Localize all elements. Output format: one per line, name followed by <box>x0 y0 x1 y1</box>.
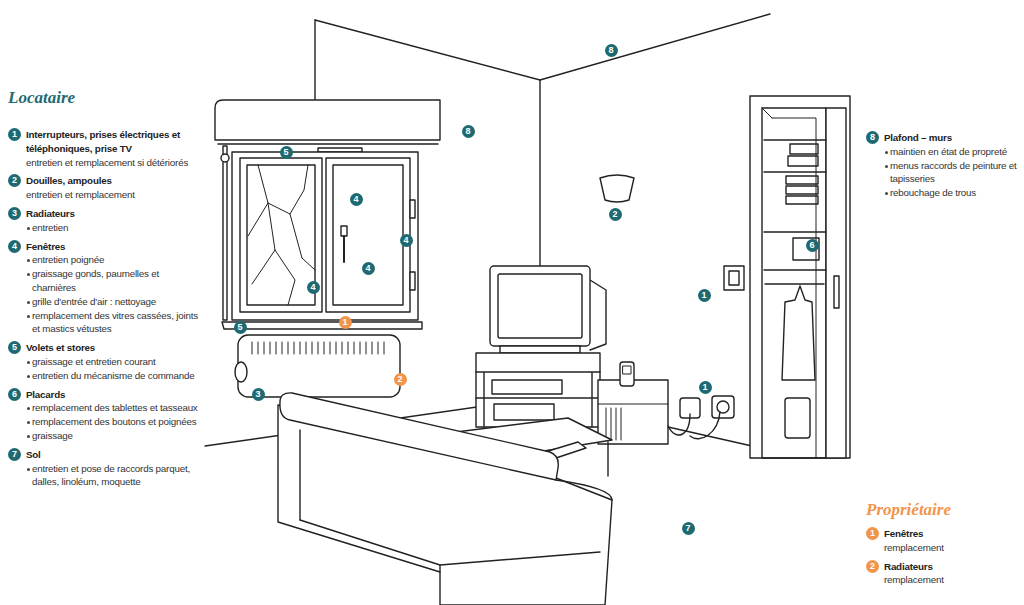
callout-number: 2 <box>609 208 622 221</box>
callout-number: 4 <box>307 281 320 294</box>
bullet-line: graissage gonds, paumelles et charnières <box>26 267 204 295</box>
item-heading: Fenêtres <box>884 527 1018 541</box>
bullet-line: remplacement des boutons et poignées <box>26 415 204 429</box>
legend-item: 2Radiateursremplacement <box>884 560 1018 588</box>
bullet-text: rebouchage de trous <box>890 187 976 198</box>
item-text: remplacement <box>884 573 1018 587</box>
callout-number: 4 <box>400 234 413 247</box>
callout-number: 3 <box>8 207 21 220</box>
callout-number: 1 <box>698 289 711 302</box>
bullet-dot <box>885 192 888 195</box>
bullet-text: remplacement des boutons et poignées <box>32 416 196 427</box>
legend-column: 1 Interrupteurs, prises électriques et té… <box>8 128 204 494</box>
callout-number: 1 <box>699 381 712 394</box>
bullet-text: menus raccords de peinture et tapisserie… <box>890 160 1017 185</box>
callout-number: 5 <box>8 341 21 354</box>
bullet-text: remplacement des tablettes et tasseaux <box>32 402 198 413</box>
bullet-line: graissage <box>26 429 204 443</box>
section-title: Propriétaire <box>866 500 951 520</box>
callout-number: 1 <box>8 128 21 141</box>
bullet-dot <box>27 421 30 424</box>
item-heading: Douilles, ampoules <box>26 174 204 188</box>
callout-number: 5 <box>234 321 247 334</box>
bullet-text: entretien <box>32 222 68 233</box>
bullet-line: menus raccords de peinture et tapisserie… <box>884 159 1018 187</box>
legend-column: 8 Plafond – mursmaintien en état de propr… <box>866 131 1018 205</box>
bullet-dot <box>27 468 30 471</box>
callout-number: 4 <box>362 262 375 275</box>
bullet-dot <box>27 315 30 318</box>
bullet-dot <box>27 227 30 230</box>
bullet-text: remplacement des vitres cassées, joints … <box>32 310 198 335</box>
callout-number: 2 <box>866 560 879 573</box>
bullet-line: remplacement des vitres cassées, joints … <box>26 309 204 337</box>
item-heading: Sol <box>26 448 204 462</box>
item-text: entretien et remplacement si détériorés <box>26 156 204 170</box>
item-heading: Interrupteurs, prises électriques et tél… <box>26 128 204 156</box>
item-text: remplacement <box>884 541 1018 555</box>
callout-number: 2 <box>394 373 407 386</box>
bullet-text: entretien et pose de raccords parquet, d… <box>32 463 190 488</box>
bullet-text: maintien en état de propreté <box>890 146 1007 157</box>
bullet-line: grille d'entrée d'air : nettoyage <box>26 295 204 309</box>
callout-number: 1 <box>866 527 879 540</box>
callout-number: 1 <box>339 316 352 329</box>
item-heading: Radiateurs <box>884 560 1018 574</box>
bullet-text: graissage <box>32 430 73 441</box>
item-heading: Plafond – murs <box>884 131 1018 145</box>
callout-number: 3 <box>252 388 265 401</box>
bullet-line: remplacement des tablettes et tasseaux <box>26 401 204 415</box>
bullet-text: graissage gonds, paumelles et charnières <box>32 268 159 293</box>
bullet-text: grille d'entrée d'air : nettoyage <box>32 296 156 307</box>
legend-item: 6Placardsremplacement des tablettes et t… <box>26 388 204 443</box>
callout-number: 8 <box>462 125 475 138</box>
section-title: Locataire <box>8 88 75 108</box>
bullet-text: entretien du mécanisme de commande <box>32 370 195 381</box>
callout-number: 4 <box>8 240 21 253</box>
legend-item: 8Plafond – mursmaintien en état de propr… <box>884 131 1018 200</box>
legend-item: 3Radiateursentretien <box>26 207 204 235</box>
bullet-dot <box>27 301 30 304</box>
bullet-line: entretien poignée <box>26 253 204 267</box>
legend-item: 7Solentretien et pose de raccords parque… <box>26 448 204 489</box>
bullet-dot <box>885 151 888 154</box>
item-heading: Placards <box>26 388 204 402</box>
callout-number: 7 <box>8 448 21 461</box>
legend-item: 5Volets et storesgraissage et entretien … <box>26 341 204 382</box>
bullet-text: graissage et entretien courant <box>32 356 156 367</box>
bullet-dot <box>885 165 888 168</box>
bullet-text: entretien poignée <box>32 254 104 265</box>
bullet-dot <box>27 407 30 410</box>
bullet-dot <box>27 435 30 438</box>
legend-column: 1Fenêtresremplacement2Radiateursremplace… <box>866 527 1018 592</box>
callout-number: 5 <box>280 146 293 159</box>
bullet-dot <box>27 273 30 276</box>
callout-number: 8 <box>605 44 618 57</box>
legend-item: 2Douilles, ampoulesentretien et remplace… <box>26 174 204 202</box>
bullet-line: maintien en état de propreté <box>884 145 1018 159</box>
legend-item: 1Interrupteurs, prises électriques et té… <box>26 128 204 169</box>
callout-number: 2 <box>8 174 21 187</box>
bullet-line: rebouchage de trous <box>884 186 1018 200</box>
callout-number: 7 <box>682 522 695 535</box>
callout-number: 8 <box>866 131 879 144</box>
callout-number: 6 <box>806 239 819 252</box>
bullet-line: graissage et entretien courant <box>26 355 204 369</box>
bullet-dot <box>27 375 30 378</box>
legend-item: 4Fenêtresentretien poignéegraissage gond… <box>26 240 204 337</box>
bullet-line: entretien du mécanisme de commande <box>26 369 204 383</box>
bullet-line: entretien et pose de raccords parquet, d… <box>26 462 204 490</box>
item-heading: Radiateurs <box>26 207 204 221</box>
callout-number: 6 <box>8 388 21 401</box>
bullet-line: entretien <box>26 221 204 235</box>
bullet-dot <box>27 259 30 262</box>
item-text: entretien et remplacement <box>26 188 204 202</box>
item-heading: Volets et stores <box>26 341 204 355</box>
bullet-dot <box>27 361 30 364</box>
item-heading: Fenêtres <box>26 240 204 254</box>
legend-item: 1Fenêtresremplacement <box>884 527 1018 555</box>
callout-number: 4 <box>350 193 363 206</box>
